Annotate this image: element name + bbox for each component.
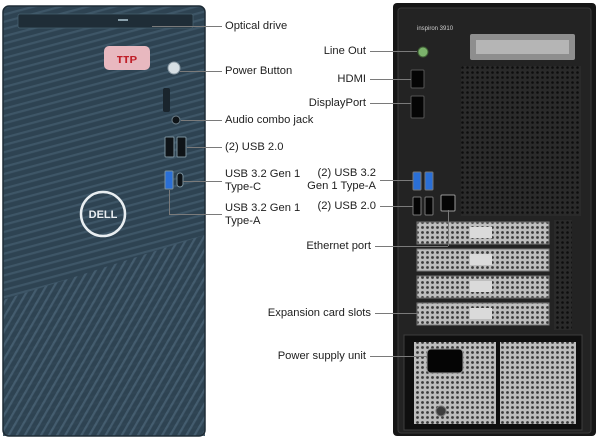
label-usb32-line1: (2) USB 3.2 xyxy=(317,167,376,179)
power-supply xyxy=(403,334,583,431)
leader-usb20-front xyxy=(187,147,222,148)
label-usbc-line1: USB 3.2 Gen 1 xyxy=(225,168,301,180)
leader-usb32 xyxy=(380,180,413,181)
front-usba-port[interactable] xyxy=(164,170,174,190)
leader-expansion xyxy=(375,313,419,314)
leader-usba-h xyxy=(169,214,222,215)
label-displayport: DisplayPort xyxy=(308,97,366,109)
power-inlet[interactable] xyxy=(426,348,464,374)
label-line-out: Line Out xyxy=(323,45,366,57)
rear-fan-vent xyxy=(461,66,581,216)
leader-usb20-back xyxy=(380,206,413,207)
label-hdmi: HDMI xyxy=(337,73,366,85)
line-out-port[interactable] xyxy=(417,46,429,58)
front-usbc-port[interactable] xyxy=(176,172,184,188)
leader-hdmi xyxy=(370,79,411,80)
front-chassis xyxy=(2,5,206,437)
hdmi-port[interactable] xyxy=(410,69,425,89)
label-usb20-front: (2) USB 2.0 xyxy=(225,141,284,153)
leader-power-button xyxy=(180,71,222,72)
label-usba-line2: Type-A xyxy=(225,215,261,227)
sd-slot xyxy=(163,88,170,112)
audio-jack[interactable] xyxy=(171,115,181,125)
label-psu: Power supply unit xyxy=(277,350,366,362)
label-ethernet: Ethernet port xyxy=(306,240,371,252)
front-usb20-ports[interactable] xyxy=(164,136,187,158)
svg-text:ᴛᴛᴘ: ᴛᴛᴘ xyxy=(117,51,138,66)
leader-line-out xyxy=(370,51,417,52)
label-usb20-back: (2) USB 2.0 xyxy=(317,200,376,212)
leader-usba-v xyxy=(169,190,170,214)
sticker: ᴛᴛᴘ xyxy=(104,46,150,70)
label-usbc-line2: Type-C xyxy=(225,181,262,193)
label-audio-jack: Audio combo jack xyxy=(225,114,314,126)
label-expansion: Expansion card slots xyxy=(267,307,371,319)
leader-displayport xyxy=(370,103,411,104)
label-usba-line1: USB 3.2 Gen 1 xyxy=(225,202,301,214)
optical-drive-bay xyxy=(17,13,194,29)
leader-psu xyxy=(370,356,427,357)
leader-optical-drive xyxy=(152,26,222,27)
side-vent xyxy=(554,220,572,330)
leader-audio-jack xyxy=(181,120,222,121)
ethernet-port[interactable] xyxy=(440,194,456,212)
back-top-handle xyxy=(470,34,575,60)
leader-ethernet-v xyxy=(448,210,449,246)
dell-logo-text: DELL xyxy=(89,209,118,221)
label-optical-drive: Optical drive xyxy=(225,20,288,32)
leader-usbc xyxy=(183,181,222,182)
leader-ethernet-h xyxy=(375,246,448,247)
displayport-port[interactable] xyxy=(410,95,425,119)
power-button[interactable] xyxy=(167,61,181,75)
back-usb32-ports[interactable] xyxy=(412,171,434,191)
model-text: inspiron 3910 xyxy=(417,26,454,32)
dell-logo: DELL xyxy=(79,190,127,238)
expansion-slots xyxy=(416,221,550,326)
back-usb20-ports[interactable] xyxy=(412,196,434,216)
label-usb32-line2: Gen 1 Type-A xyxy=(307,180,376,192)
label-power-button: Power Button xyxy=(225,65,293,77)
